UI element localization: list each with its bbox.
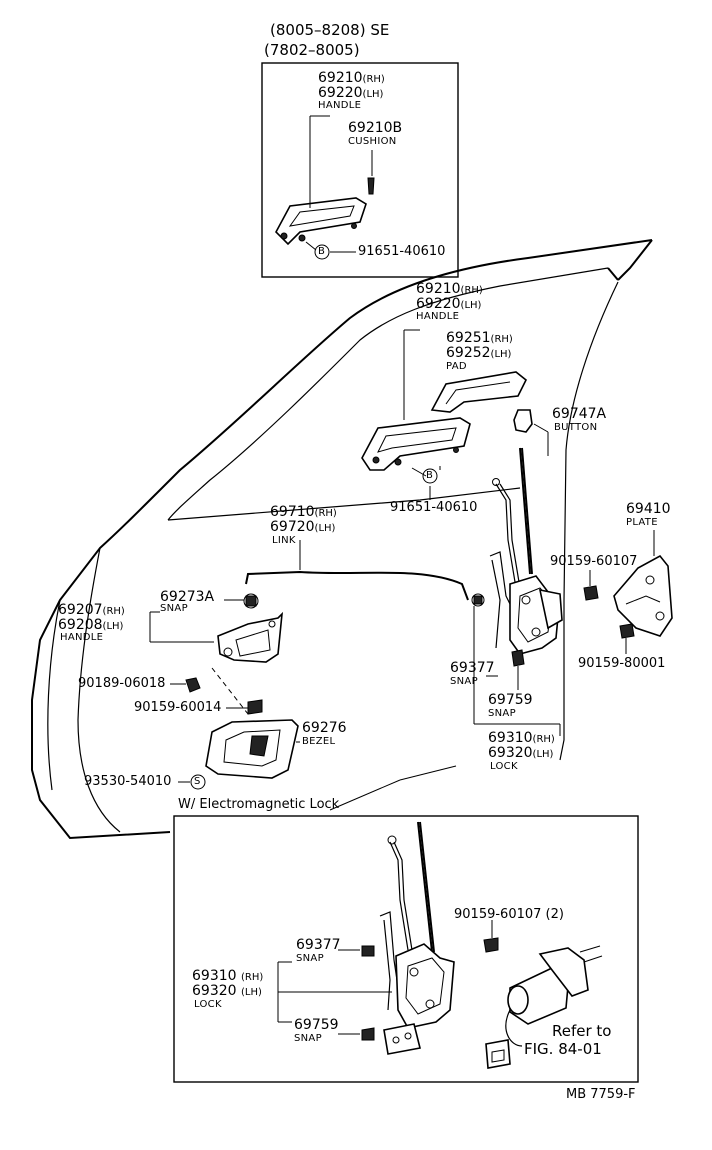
link-rod-part [245,570,469,601]
em-lock-lh-number: 69320 (LH) [192,983,262,999]
em-screw-number: 90159-60107 (2) [454,907,564,922]
em-snap-377-number: 69377 [296,937,341,953]
lock-lh-number: 69320(LH) [488,745,554,761]
header-line-2: (7802–8005) [264,41,360,59]
bolt-mark: B [426,470,434,481]
se-cushion-number: 69210B [348,120,403,136]
bolt-number: 91651-40610 [390,500,478,515]
em-snap-759-number: 69759 [294,1017,339,1033]
plate-screw-upper-part [583,585,599,601]
inner-screw-number: 90159-60014 [134,700,222,715]
screw-s-marker [190,774,206,790]
bezel-part [205,719,299,779]
em-lock-name: LOCK [194,999,222,1010]
header-line-1: (8005–8208) SE [270,21,390,39]
bezel-number: 69276 [302,720,347,736]
snap-a-name: SNAP [160,603,188,614]
handle-name: HANDLE [416,311,460,322]
nut-part [185,677,201,693]
snap-a-part [243,593,259,609]
screw-s-number: 93530-54010 [84,774,172,789]
plate-screw-lower-part [619,623,635,639]
inner-handle-rh-number: 69207(RH) [58,602,125,618]
se-handle-name: HANDLE [318,100,362,111]
se-handle-lh-number: 69220(LH) [318,85,384,101]
inner-handle-part [217,611,284,663]
pad-name: PAD [446,361,467,372]
snap-759-part [511,649,525,667]
snap-377-name: SNAP [450,676,478,687]
handle-lh-number: 69220(LH) [416,296,482,312]
snap-a-number: 69273A [160,589,215,605]
button-number: 69747A [552,406,607,422]
pad-rh-number: 69251(RH) [446,330,513,346]
plate-number: 69410 [626,501,671,517]
se-inset-box [261,62,459,278]
inner-screw-part [247,699,263,715]
em-lock-rh-number: 69310 (RH) [192,968,264,984]
em-lock-box [173,815,639,1083]
snap-377-number: 69377 [450,660,495,676]
snap-377-part [471,593,485,607]
em-screw-part [483,937,499,953]
plate-name: PLATE [626,517,658,528]
lock-name: LOCK [490,761,518,772]
em-solenoid-part [485,945,603,1069]
outside-handle-part [361,417,471,471]
plate-screw-lower-number: 90159-80001 [578,656,666,671]
screw-s-mark: S [194,776,201,787]
refer-to-line-1: Refer to [552,1022,612,1040]
main-bolt-b-marker [422,468,438,484]
lock-rh-number: 69310(RH) [488,730,555,746]
em-snap-759-part [361,1027,375,1041]
pad-lh-number: 69252(LH) [446,345,512,361]
se-handle-rh-number: 69210(RH) [318,70,385,86]
em-snap-377-name: SNAP [296,953,324,964]
inner-handle-name: HANDLE [60,632,104,643]
se-cushion-part [367,177,375,195]
em-snap-759-name: SNAP [294,1033,322,1044]
inner-handle-lh-number: 69208(LH) [58,617,124,633]
snap-759-number: 69759 [488,692,533,708]
em-lock-assembly-part [379,821,455,1055]
se-cushion-name: CUSHION [348,136,397,147]
se-bolt-mark: B [318,246,326,257]
figure-code: MB 7759-F [566,1087,636,1102]
button-part [513,409,533,433]
bezel-name: BEZEL [302,736,336,747]
button-name: BUTTON [554,422,598,433]
em-snap-377-part [361,945,375,957]
se-handle-part [275,197,367,246]
link-rh-number: 69710(RH) [270,504,337,520]
snap-759-name: SNAP [488,708,516,719]
door-outline [31,239,653,840]
lock-assembly-part [489,447,563,655]
plate-screw-upper-number: 90159-60107 [550,554,638,569]
refer-to-line-2: FIG. 84-01 [524,1040,602,1058]
se-bolt-number: 91651-40610 [358,244,446,259]
nut-number: 90189-06018 [78,676,166,691]
link-lh-number: 69720(LH) [270,519,336,535]
em-lock-title: W/ Electromagnetic Lock [178,797,340,812]
link-name: LINK [272,535,296,546]
plate-part [613,554,673,637]
handle-rh-number: 69210(RH) [416,281,483,297]
pad-part [430,371,528,413]
se-bolt-b-marker [314,244,330,260]
